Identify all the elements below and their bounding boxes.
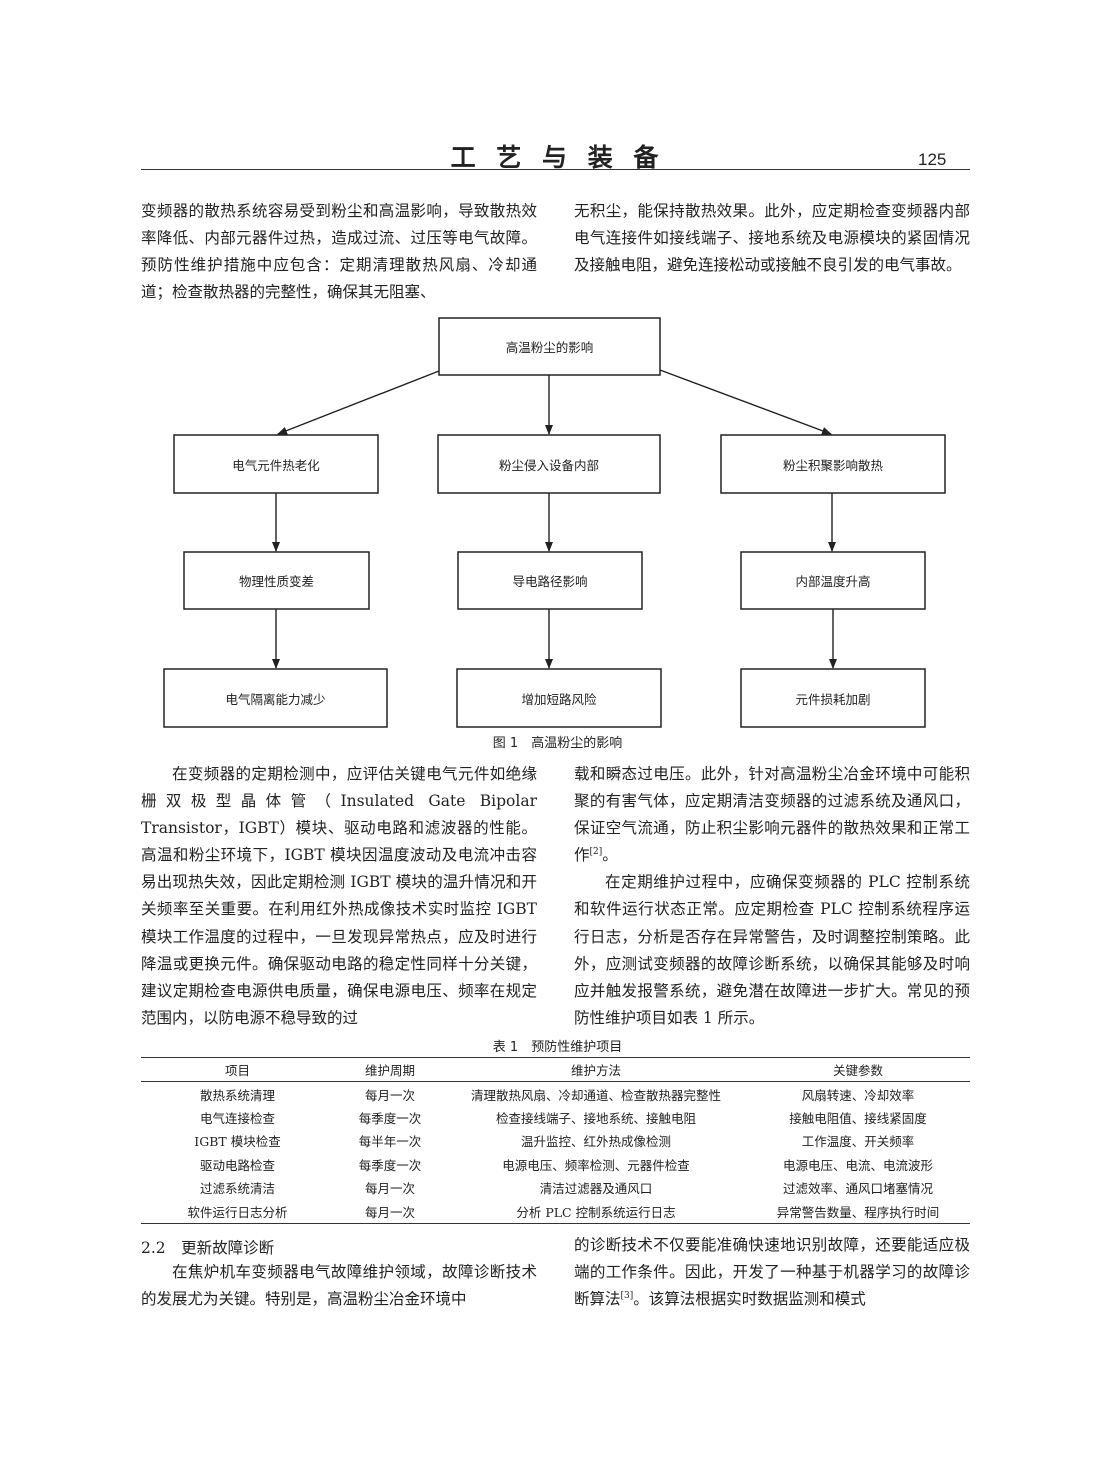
table-header-cell: 维护周期 (334, 1056, 446, 1083)
table-cell: 清洁过滤器及通风口 (539, 1181, 653, 1197)
table-cell: 温升监控、红外热成像检测 (520, 1134, 671, 1150)
table-cell: 接触电阻值、接线紧固度 (789, 1110, 927, 1126)
flow-node-root-label: 高温粉尘的影响 (505, 340, 594, 355)
running-header-title: 工 艺 与 装 备 (450, 143, 665, 172)
flow-node-label: 增加短路风险 (521, 691, 597, 707)
paragraph: 变频器的散热系统容易受到粉尘和高温影响，导致散热效率降低、内部元器件过热，造成过… (141, 202, 537, 302)
table-header-row: 项目 维护周期 维护方法 关键参数 (141, 1056, 970, 1083)
flow-node-label: 元件损耗加剧 (795, 691, 871, 707)
paragraph-text-end: 。该算法根据实时数据监测和模式 (633, 1290, 866, 1309)
table-cell: 工作温度、开关频率 (801, 1134, 915, 1150)
table-cell: 每半年一次 (358, 1134, 422, 1150)
middle-right-column: 载和瞬态过电压。此外，针对高温粉尘冶金环境中可能积聚的有害气体，应定期清洁变频器… (574, 761, 970, 1032)
flow-node-label: 粉尘积聚影响散热 (782, 457, 883, 473)
table-row: 软件运行日志分析 每月一次 分析 PLC 控制系统运行日志 异常警告数量、程序执… (141, 1199, 970, 1224)
flow-node (740, 668, 926, 728)
paragraph: 无积尘，能保持散热效果。此外，应定期检查变频器内部电气连接件如接线端子、接地系统… (574, 202, 970, 275)
flow-node (163, 668, 388, 728)
bottom-left-column: 在焦炉机车变频器电气故障维护领域，故障诊断技术的发展尤为关键。特别是，高温粉尘冶… (141, 1259, 537, 1313)
table-cell: 过滤效率、通风口堵塞情况 (782, 1181, 933, 1197)
table-cell: 风扇转速、冷却效率 (801, 1087, 915, 1103)
table-cell: 驱动电路检查 (199, 1157, 275, 1173)
table-cell: 电源电压、电流、电流波形 (782, 1157, 933, 1173)
table-cell: 软件运行日志分析 (141, 1199, 334, 1224)
table-cell: 过滤系统清洁 (199, 1181, 275, 1197)
flow-node (456, 668, 662, 728)
middle-left-column: 在变频器的定期检测中，应评估关键电气元件如绝缘栅双极型晶体管（Insulated… (141, 761, 537, 1032)
flow-node (457, 551, 643, 610)
flow-node (720, 434, 946, 494)
table-cell: 每月一次 (364, 1181, 415, 1197)
figure-caption: 图 1 高温粉尘的影响 (492, 736, 623, 751)
table-cell: 清理散热风扇、冷却通道、检查散热器完整性 (470, 1087, 721, 1103)
table-cell: 散热系统清理 (199, 1087, 275, 1103)
paragraph: 载和瞬态过电压。此外，针对高温粉尘冶金环境中可能积聚的有害气体，应定期清洁变频器… (574, 761, 970, 869)
table-header-cell: 关键参数 (746, 1056, 970, 1083)
flow-arrow (659, 369, 832, 435)
paragraph: 在定期维护过程中，应确保变频器的 PLC 控制系统和软件运行状态正常。应定期检查… (574, 873, 970, 1027)
table-cell: 分析 PLC 控制系统运行日志 (446, 1199, 746, 1224)
table-row: 驱动电路检查 每季度一次 电源电压、频率检测、元器件检查 电源电压、电流、电流波… (141, 1153, 970, 1176)
table-cell: 每月一次 (334, 1199, 446, 1224)
flowchart-diagram (163, 317, 946, 728)
citation-reference: [3] (620, 1291, 634, 1302)
table-cell: IGBT 模块检查 (194, 1134, 281, 1150)
table-header-cell: 维护方法 (446, 1056, 746, 1083)
table-row: 电气连接检查 每季度一次 检查接线端子、接地系统、接触电阻 接触电阻值、接线紧固… (141, 1106, 970, 1129)
table-cell: 每季度一次 (358, 1110, 422, 1126)
header-rule (141, 169, 970, 170)
table-cell: 每月一次 (364, 1087, 415, 1103)
top-right-column: 无积尘，能保持散热效果。此外，应定期检查变频器内部电气连接件如接线端子、接地系统… (574, 198, 970, 279)
paragraph: 的诊断技术不仅要能准确快速地识别故障，还要能适应极端的工作条件。因此，开发了一种… (574, 1232, 970, 1313)
paragraph: 在变频器的定期检测中，应评估关键电气元件如绝缘栅双极型晶体管（Insulated… (141, 765, 537, 1027)
bottom-right-column: 的诊断技术不仅要能准确快速地识别故障，还要能适应极端的工作条件。因此，开发了一种… (574, 1232, 970, 1313)
table-row: 过滤系统清洁 每月一次 清洁过滤器及通风口 过滤效率、通风口堵塞情况 (141, 1176, 970, 1199)
flow-arrow (277, 370, 440, 435)
flow-node-label: 物理性质变差 (238, 574, 314, 589)
maintenance-table: 项目 维护周期 维护方法 关键参数 散热系统清理 每月一次 清理散热风扇、冷却通… (141, 1056, 970, 1224)
table-caption: 表 1 预防性维护项目 (492, 1040, 623, 1055)
table-header-cell: 项目 (141, 1056, 334, 1083)
table-cell: 电气连接检查 (199, 1110, 275, 1126)
table-row: 散热系统清理 每月一次 清理散热风扇、冷却通道、检查散热器完整性 风扇转速、冷却… (141, 1082, 970, 1106)
table-cell: 检查接线端子、接地系统、接触电阻 (495, 1110, 696, 1126)
paragraph-text: 载和瞬态过电压。此外，针对高温粉尘冶金环境中可能积聚的有害气体，应定期清洁变频器… (574, 765, 970, 865)
table-cell: 每季度一次 (358, 1157, 422, 1173)
table-row: IGBT 模块检查 每半年一次 温升监控、红外热成像检测 工作温度、开关频率 (141, 1129, 970, 1152)
flow-node-label: 粉尘侵入设备内部 (498, 457, 599, 473)
paragraph-text: 的诊断技术不仅要能准确快速地识别故障，还要能适应极端的工作条件。因此，开发了一种… (574, 1236, 970, 1309)
page-number: 125 (918, 150, 947, 169)
flow-node-label: 电气元件热老化 (232, 457, 320, 473)
flow-node-label: 内部温度升高 (795, 574, 871, 589)
paragraph: 在焦炉机车变频器电气故障维护领域，故障诊断技术的发展尤为关键。特别是，高温粉尘冶… (141, 1263, 537, 1309)
citation-reference: [2] (589, 847, 603, 858)
flow-node-label: 导电路径影响 (512, 574, 588, 589)
flow-node-label: 电气隔离能力减少 (225, 691, 326, 707)
paragraph-text-end: 。 (602, 846, 618, 865)
top-left-column: 变频器的散热系统容易受到粉尘和高温影响，导致散热效率降低、内部元器件过热，造成过… (141, 198, 537, 306)
table-cell: 电源电压、频率检测、元器件检查 (502, 1157, 690, 1173)
table-cell: 异常警告数量、程序执行时间 (746, 1199, 970, 1224)
section-heading: 2.2 更新故障诊断 (141, 1239, 275, 1257)
